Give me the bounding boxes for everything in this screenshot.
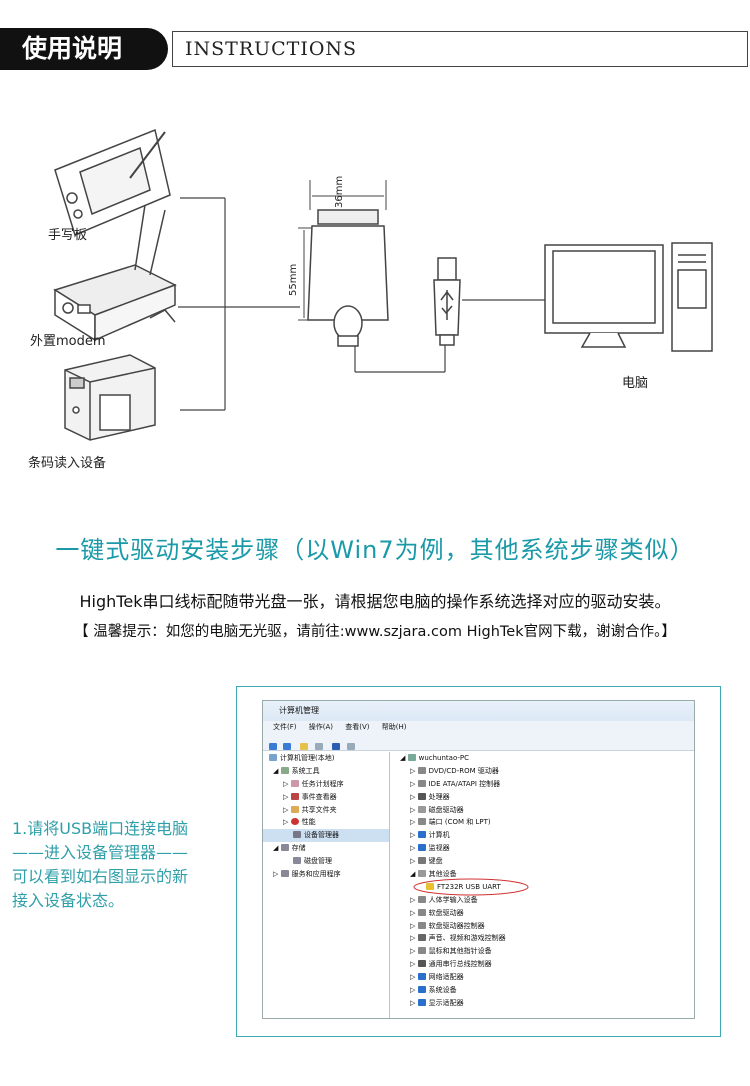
step1-line1: 1.请将USB端口连接电脑 [12,819,189,838]
tablet-illustration [54,128,171,237]
window-title: 计算机管理 [263,701,694,721]
step1-line4: 接入设备状态。 [12,891,125,910]
dimension-height: 55mm [288,263,299,296]
connection-diagram [53,128,713,441]
tree-item[interactable]: ▷ 共享文件夹 [283,805,337,814]
tree-item[interactable]: ▷ 键盘 [410,857,443,866]
tree-item[interactable]: ▷ 鼠标和其他指针设备 [410,947,492,956]
tree-item[interactable]: ◢ 存储 [273,844,306,853]
tree-item-selected[interactable]: 设备管理器 [263,829,389,843]
barcode-device-illustration [64,354,156,441]
back-arrow-icon[interactable] [269,743,277,750]
tree-item[interactable]: ▷ 端口 (COM 和 LPT) [410,818,491,827]
device-manager-window: 计算机管理 文件(F) 操作(A) 查看(V) 帮助(H) 计算机管理(本地) … [262,700,695,1019]
label-modem: 外置modem [30,334,106,349]
help-icon[interactable] [332,743,341,750]
tree-item[interactable]: ▷ 监视器 [410,844,450,853]
tree-item[interactable]: ▷ 事件查看器 [283,792,337,801]
tree-item[interactable]: ▷ DVD/CD-ROM 驱动器 [410,766,499,775]
tip-text: 【 温馨提示：如您的电脑无光驱，请前往:www.szjara.com HighT… [74,624,676,640]
header-title-cn: 使用说明 [0,28,168,70]
tree-item[interactable]: ▷ 通用串行总线控制器 [410,960,492,969]
tree-item[interactable]: ▷ 任务计划程序 [283,779,344,788]
tree-item[interactable]: ▷ 软盘驱动器 [410,908,464,917]
tree-item[interactable]: ◢ wuchuntao-PC [400,754,470,762]
tree-item[interactable]: ◢ 系统工具 [273,766,320,775]
menu-bar: 文件(F) 操作(A) 查看(V) 帮助(H) [263,721,694,734]
tree-item[interactable]: ▷ 系统设备 [410,986,457,995]
label-barcode-device: 条码读入设备 [28,456,107,471]
label-tablet: 手写板 [48,228,88,243]
menu-file[interactable]: 文件(F) [273,723,297,731]
tree-item[interactable]: ▷ IDE ATA/ATAPI 控制器 [410,779,501,788]
tree-item[interactable]: ▷ 显示适配器 [410,998,464,1007]
left-tree: 计算机管理(本地) ◢ 系统工具 ▷ 任务计划程序 ▷ 事件查看器 ▷ 共享文件… [263,752,390,1018]
monitor-illustration [544,242,713,352]
usb-connector-illustration [433,257,461,346]
screenshot-frame [236,686,721,1037]
modem-illustration [53,204,177,342]
warning-icon [426,882,434,890]
toolbar [263,734,694,751]
tree-item[interactable]: 磁盘管理 [263,855,389,868]
list-icon[interactable] [315,743,324,750]
tree-item[interactable]: ▷ 服务和应用程序 [273,870,341,879]
right-tree: ◢ wuchuntao-PC ▷ DVD/CD-ROM 驱动器 ▷ IDE AT… [392,752,694,1018]
menu-help[interactable]: 帮助(H) [381,723,407,731]
tree-item[interactable]: ▷ 磁盘驱动器 [410,805,464,814]
forward-arrow-icon[interactable] [283,743,292,750]
tree-item[interactable]: 计算机管理(本地) [263,752,389,765]
properties-icon[interactable] [347,743,356,750]
folder-icon[interactable] [300,743,309,750]
menu-view[interactable]: 查看(V) [345,723,370,731]
intro-text: HighTek串口线标配随带光盘一张，请根据您电脑的操作系统选择对应的驱动安装。 [79,592,671,611]
tree-item[interactable]: ▷ 软盘驱动器控制器 [410,921,485,930]
highlight-circle [413,878,529,896]
tree-item[interactable]: ▷ 网络适配器 [410,973,464,982]
tree-item[interactable]: ▷ 人体学输入设备 [410,895,478,904]
menu-action[interactable]: 操作(A) [308,723,333,731]
tree-item-ft232r[interactable]: FT232R USB UART [392,878,694,896]
dimension-lines [298,180,387,321]
db9-adapter-illustration [307,209,389,347]
dimension-width: 36mm [334,175,345,208]
tree-item[interactable]: ▷ 处理器 [410,792,450,801]
tree-item[interactable]: ▷ 性能 [283,818,316,827]
tree-item[interactable]: ▷ 计算机 [410,831,450,840]
label-computer: 电脑 [622,376,649,391]
tree-item[interactable]: ◢ 其他设备 [410,870,457,879]
step1-line3: 可以看到如右图显示的新 [12,867,189,886]
tree-item[interactable]: ▷ 声音、视频和游戏控制器 [410,934,506,943]
step1-line2: ——进入设备管理器—— [12,843,189,862]
section-title: 一键式驱动安装步骤（以Win7为例，其他系统步骤类似） [55,536,695,564]
header-title-en: INSTRUCTIONS [172,31,748,67]
